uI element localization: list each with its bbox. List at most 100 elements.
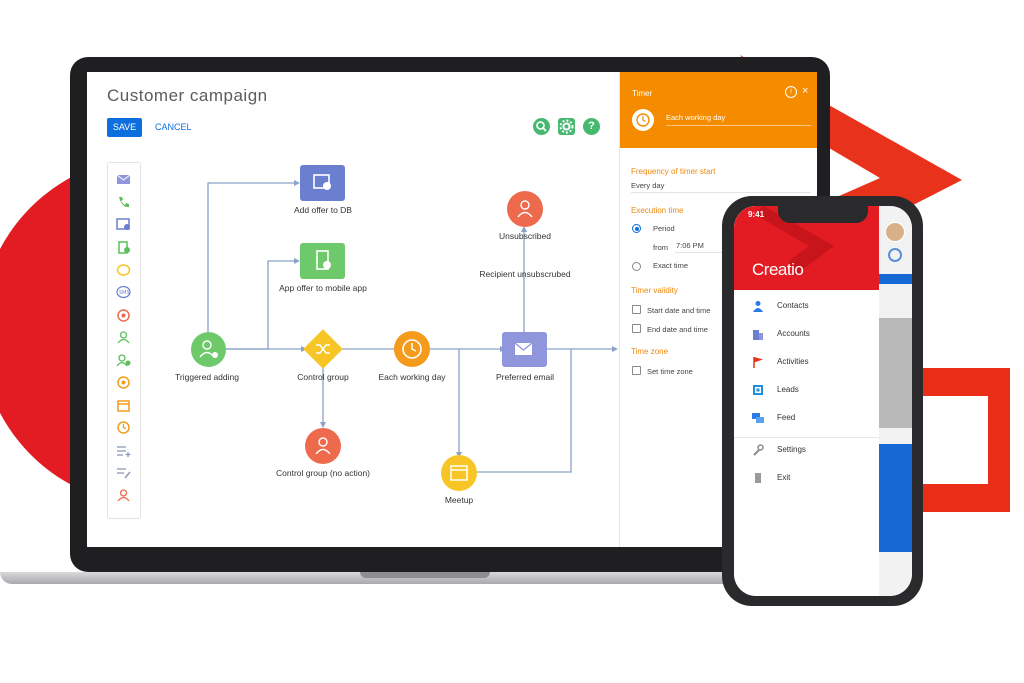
- leads-icon: [753, 385, 763, 395]
- each-working-day-node[interactable]: [394, 331, 430, 367]
- menu-item-activities[interactable]: Activities: [734, 349, 879, 377]
- arrow-right: [612, 346, 618, 352]
- unsubscribed-node[interactable]: [507, 191, 543, 227]
- from-time-input[interactable]: 7:06 PM: [676, 241, 704, 250]
- red-frame-shape: [922, 368, 1010, 512]
- search-icon[interactable]: [533, 118, 550, 135]
- edge-triggered-mobile: [222, 260, 294, 350]
- start-date-label: Start date and time: [647, 306, 711, 315]
- menu-item-feed[interactable]: Feed: [734, 405, 879, 433]
- close-icon[interactable]: ×: [802, 85, 809, 97]
- control-no-action-label: Control group (no action): [275, 468, 371, 478]
- contacts-icon: [753, 301, 763, 312]
- contact-icon[interactable]: [116, 331, 131, 344]
- timer-validity-label: Timer validity: [631, 286, 678, 295]
- timer-header: Timer i × Each working day: [620, 72, 817, 148]
- add-offer-db-label: Add offer to DB: [294, 205, 352, 215]
- mobile-offer-icon: [316, 250, 331, 270]
- menu-item-exit[interactable]: Exit: [734, 465, 879, 493]
- content-blue-block: [879, 444, 912, 552]
- info-icon[interactable]: i: [785, 86, 797, 98]
- help-icon[interactable]: ?: [583, 118, 600, 135]
- menu-item-contacts[interactable]: Contacts: [734, 293, 879, 321]
- meetup-node[interactable]: [441, 455, 477, 491]
- background-app-content: [879, 206, 912, 596]
- recipient-unsubscribed-label: Recipient unsubscrubed: [479, 269, 571, 279]
- menu-item-accounts[interactable]: Accounts: [734, 321, 879, 349]
- menu-label-activities: Activities: [777, 357, 809, 366]
- shuffle-icon: [316, 344, 330, 354]
- page-title: Customer campaign: [107, 86, 268, 105]
- app-offer-mobile-node[interactable]: [300, 243, 345, 279]
- arrow-unsub: [521, 226, 527, 232]
- settings-icon: [753, 444, 764, 456]
- web-offer-icon: [313, 174, 331, 190]
- cancel-button[interactable]: CANCEL: [155, 122, 192, 132]
- arrow-noaction: [320, 422, 326, 428]
- menu-label-exit: Exit: [777, 473, 791, 482]
- chat-icon[interactable]: [116, 264, 131, 277]
- timer-icon[interactable]: [116, 421, 131, 434]
- content-blue-bar-top: [879, 274, 912, 284]
- brand-chevron-decoration: [754, 206, 834, 276]
- exact-time-label: Exact time: [653, 261, 689, 270]
- user-exit-icon: [517, 200, 533, 218]
- campaign-designer-screen: Customer campaign SAVE CANCEL ? SMS: [87, 72, 817, 547]
- timer-header-icon: [632, 109, 654, 131]
- timer-name-underline: [666, 125, 811, 126]
- gear-icon[interactable]: [558, 118, 575, 135]
- calendar-icon: [450, 465, 468, 481]
- from-label: from: [653, 243, 668, 252]
- list-edit-icon[interactable]: [116, 466, 131, 479]
- period-radio[interactable]: [632, 224, 641, 233]
- control-group-label: Control group: [297, 372, 349, 382]
- email-icon: [514, 342, 533, 355]
- target-icon[interactable]: [116, 376, 131, 389]
- menu-label-feed: Feed: [777, 413, 796, 422]
- sms-icon[interactable]: SMS: [116, 286, 131, 299]
- timer-title: Timer: [632, 89, 653, 98]
- app-offer-mobile-label: App offer to mobile app: [279, 283, 367, 293]
- menu-label-settings: Settings: [777, 445, 806, 454]
- save-button[interactable]: SAVE: [107, 118, 142, 137]
- list-add-icon[interactable]: [116, 444, 131, 457]
- menu-item-settings[interactable]: Settings: [734, 437, 879, 465]
- timer-name-field[interactable]: Each working day: [666, 113, 726, 122]
- exact-time-radio[interactable]: [632, 262, 641, 271]
- content-gray-block: [879, 318, 912, 428]
- phone-icon[interactable]: [116, 196, 131, 209]
- contact-add-icon[interactable]: [116, 354, 131, 367]
- menu-label-contacts: Contacts: [777, 301, 809, 310]
- control-no-action-node[interactable]: [305, 428, 341, 464]
- calendar-icon[interactable]: [116, 399, 131, 412]
- phone-notch: [778, 206, 868, 223]
- navigation-drawer: 9:41 Creatio Contacts Accounts Activitie…: [734, 206, 879, 596]
- phone-screen: 9:41 Creatio Contacts Accounts Activitie…: [734, 206, 912, 596]
- sync-icon[interactable]: [888, 248, 902, 262]
- frequency-underline: [631, 192, 811, 193]
- menu-item-leads[interactable]: Leads: [734, 377, 879, 405]
- triggered-adding-label: Triggered adding: [175, 372, 239, 382]
- user-exit-icon[interactable]: [116, 489, 131, 502]
- element-palette: SMS: [107, 162, 141, 519]
- frequency-label: Frequency of timer start: [631, 167, 716, 176]
- frequency-value[interactable]: Every day: [631, 181, 665, 190]
- add-offer-db-node[interactable]: [300, 165, 345, 201]
- mobile-offer-icon[interactable]: [116, 241, 131, 254]
- avatar[interactable]: [885, 222, 905, 242]
- contact-icon: [315, 437, 331, 455]
- menu-divider: [734, 437, 879, 438]
- start-date-checkbox[interactable]: [632, 305, 641, 314]
- timer-icon: [402, 339, 422, 359]
- set-timezone-label: Set time zone: [647, 367, 693, 376]
- web-offer-icon[interactable]: [116, 218, 131, 231]
- push-icon[interactable]: [116, 309, 131, 322]
- set-timezone-checkbox[interactable]: [632, 366, 641, 375]
- preferred-email-node[interactable]: [502, 332, 547, 367]
- end-date-checkbox[interactable]: [632, 324, 641, 333]
- meetup-label: Meetup: [444, 495, 474, 505]
- unsubscribed-label: Unsubscribed: [499, 231, 551, 241]
- triggered-adding-node[interactable]: [191, 332, 226, 367]
- preferred-email-label: Preferred email: [495, 372, 555, 382]
- email-icon[interactable]: [116, 173, 131, 186]
